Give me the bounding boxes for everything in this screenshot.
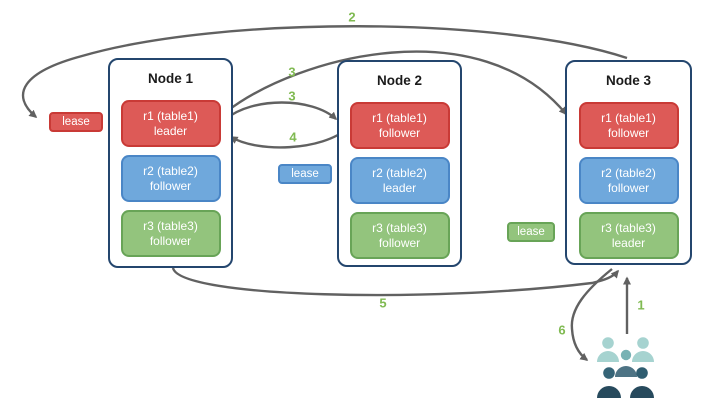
node-1-replica-r2: r2 (table2) follower — [120, 155, 221, 202]
arrow-step-3-to-node3 — [225, 50, 567, 116]
step-label-1: 1 — [637, 297, 645, 313]
node-3-replica-r1: r1 (table1) follower — [578, 102, 679, 149]
step-label-2: 2 — [348, 9, 356, 25]
users-group-icon — [597, 337, 654, 398]
replica-role-label: follower — [149, 233, 192, 248]
replica-role-label: follower — [607, 180, 650, 195]
arrow-step-3-to-node2 — [225, 101, 338, 121]
replica-role-label: leader — [382, 180, 417, 195]
replica-range-label: r3 (table3) — [601, 220, 656, 235]
replica-role-label: follower — [607, 125, 650, 140]
replica-range-label: r1 (table1) — [143, 108, 198, 123]
node-1-replica-r1: r1 (table1) leader — [120, 100, 221, 147]
replica-range-label: r2 (table2) — [143, 163, 198, 178]
replica-range-label: r2 (table2) — [601, 165, 656, 180]
arrow-step-5 — [171, 267, 619, 297]
node-2: Node 2 r1 (table1) follower r2 (table2) … — [337, 60, 462, 267]
replica-role-label: follower — [378, 235, 421, 250]
lease-tag-r2: lease — [278, 164, 332, 184]
step-label-3a: 3 — [288, 64, 296, 80]
replica-range-label: r1 (table1) — [372, 110, 427, 125]
node-3: Node 3 r1 (table1) follower r2 (table2) … — [565, 60, 692, 265]
arrow-step-2 — [21, 25, 628, 118]
step-label-5: 5 — [379, 295, 387, 311]
node-2-title: Node 2 — [376, 73, 422, 88]
node-1: Node 1 r1 (table1) leader r2 (table2) fo… — [108, 58, 233, 268]
replica-role-label: leader — [153, 123, 188, 138]
node-3-title: Node 3 — [605, 73, 651, 88]
arrow-step-6 — [570, 268, 613, 361]
lease-tag-r1: lease — [49, 112, 103, 132]
node-1-replica-r3: r3 (table3) follower — [120, 210, 221, 257]
replica-role-label: leader — [611, 235, 646, 250]
node-3-replica-r3: r3 (table3) leader — [578, 212, 679, 259]
step-label-6: 6 — [558, 322, 566, 338]
node-2-replica-r2: r2 (table2) leader — [349, 157, 450, 204]
node-3-replica-r2: r2 (table2) follower — [578, 157, 679, 204]
replica-range-label: r3 (table3) — [143, 218, 198, 233]
node-1-title: Node 1 — [147, 71, 193, 86]
lease-tag-r3: lease — [507, 222, 555, 242]
step-label-4: 4 — [289, 129, 297, 145]
replica-range-label: r1 (table1) — [601, 110, 656, 125]
replica-range-label: r2 (table2) — [372, 165, 427, 180]
replica-role-label: follower — [378, 125, 421, 140]
step-label-3b: 3 — [288, 88, 296, 104]
replica-range-label: r3 (table3) — [372, 220, 427, 235]
replica-role-label: follower — [149, 178, 192, 193]
node-2-replica-r1: r1 (table1) follower — [349, 102, 450, 149]
node-2-replica-r3: r3 (table3) follower — [349, 212, 450, 259]
